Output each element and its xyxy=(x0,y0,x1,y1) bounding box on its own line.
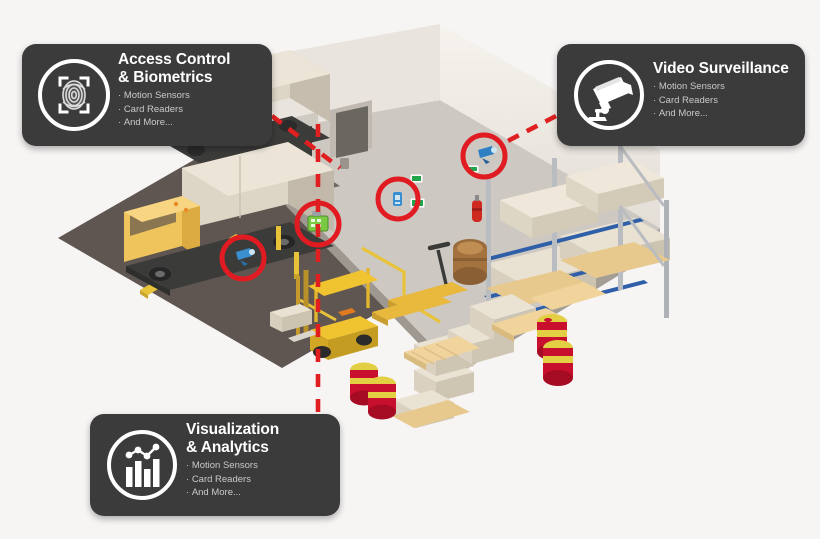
card-title: Video Surveillance xyxy=(653,59,789,77)
callout-card-video-surveillance[interactable]: Video Surveillance Motion Sensors Card R… xyxy=(557,44,805,146)
card-text-visualization-analytics: Visualization & Analytics Motion Sensors… xyxy=(186,421,334,510)
marker-ceiling-camera[interactable] xyxy=(460,132,508,180)
card-text-access-control: Access Control & Biometrics Motion Senso… xyxy=(118,51,266,140)
delivery-truck-front xyxy=(124,142,334,296)
security-camera-ceiling xyxy=(478,146,497,164)
card-bullet: Card Readers xyxy=(186,473,324,486)
pallet-jack xyxy=(372,241,468,326)
card-reader xyxy=(393,192,402,206)
video-connector xyxy=(500,113,558,147)
oil-barrels xyxy=(350,314,573,420)
card-bullet: And More... xyxy=(118,116,256,129)
access-keypad xyxy=(307,211,329,232)
card-bullet-list: Motion Sensors Card Readers And More... xyxy=(653,80,789,120)
callout-card-visualization-analytics[interactable]: Visualization & Analytics Motion Sensors… xyxy=(90,414,340,516)
bar-chart-line-icon xyxy=(98,421,186,509)
card-bullet-list: Motion Sensors Card Readers And More... xyxy=(186,459,324,499)
card-title: Access Control & Biometrics xyxy=(118,50,231,86)
card-bullet-list: Motion Sensors Card Readers And More... xyxy=(118,89,256,129)
callout-card-access-control[interactable]: Access Control & Biometrics Motion Senso… xyxy=(22,44,272,146)
card-bullet: Card Readers xyxy=(653,94,789,107)
fire-extinguisher xyxy=(472,195,482,222)
card-bullet: Card Readers xyxy=(118,103,256,116)
wooden-barrel xyxy=(453,239,487,285)
security-camera xyxy=(236,248,255,266)
access-connector xyxy=(270,114,342,170)
marker-wall-reader[interactable] xyxy=(375,176,421,222)
cctv-camera-icon xyxy=(565,51,653,139)
card-bullet: And More... xyxy=(186,486,324,499)
forklift xyxy=(270,268,378,360)
card-bullet: Motion Sensors xyxy=(653,80,789,93)
card-bullet: Motion Sensors xyxy=(118,89,256,102)
fingerprint-scan-icon xyxy=(30,51,118,139)
card-bullet: Motion Sensors xyxy=(186,459,324,472)
card-text-video-surveillance: Video Surveillance Motion Sensors Card R… xyxy=(653,60,799,131)
card-title: Visualization & Analytics xyxy=(186,420,280,456)
card-bullet: And More... xyxy=(653,107,789,120)
marker-dock-camera[interactable] xyxy=(219,234,267,282)
wall-bracket xyxy=(340,158,349,169)
marker-door-keypad[interactable] xyxy=(294,200,342,248)
